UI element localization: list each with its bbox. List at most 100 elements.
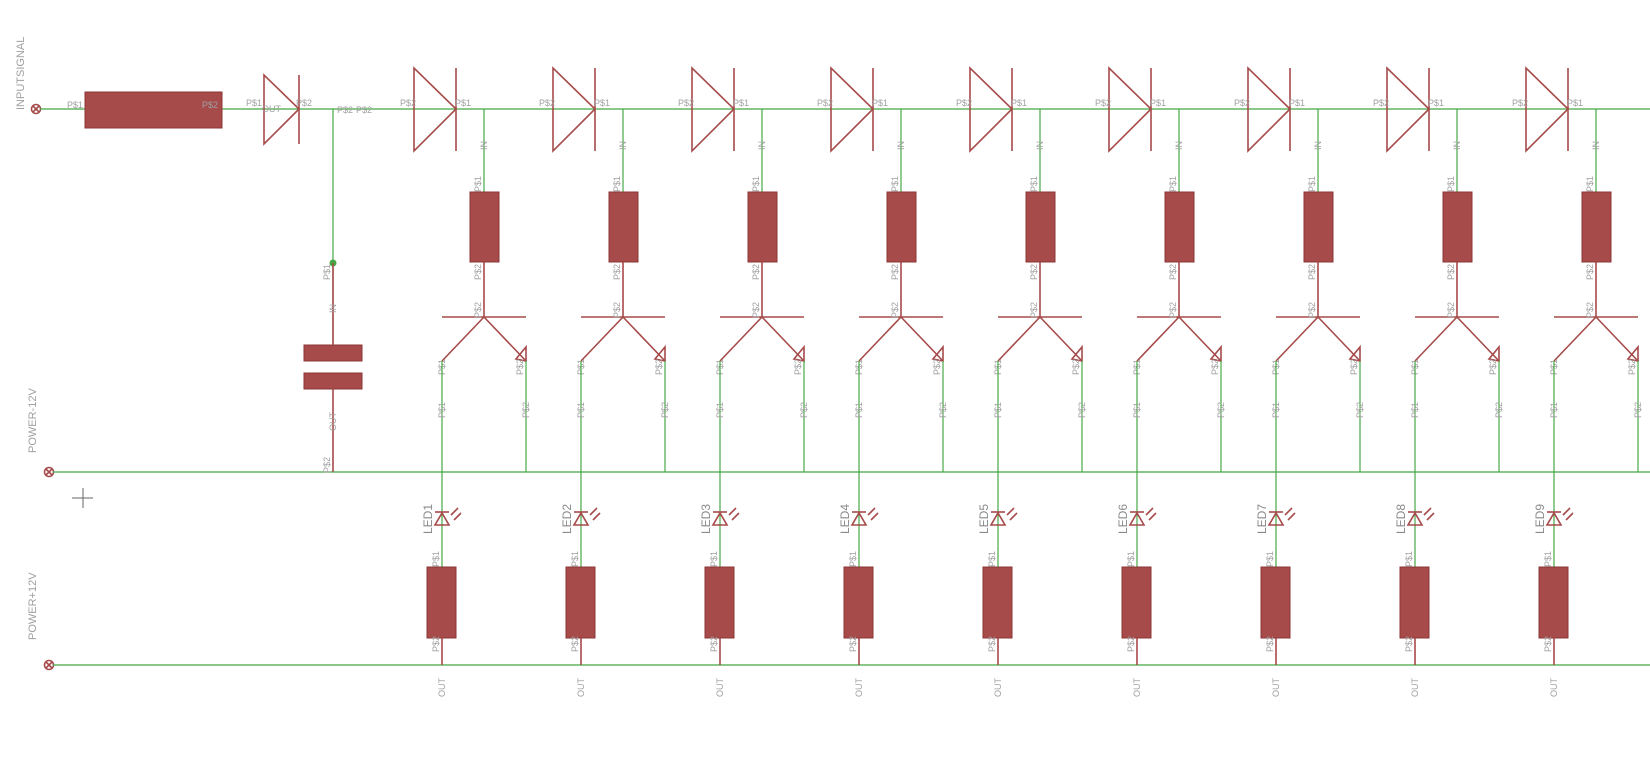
stage-base-resistor[interactable] <box>886 191 917 263</box>
stage-led-icon[interactable] <box>1545 507 1574 526</box>
stage-led-icon[interactable] <box>572 507 601 526</box>
stage-base-resistor[interactable] <box>1303 191 1334 263</box>
stage-diode-icon[interactable] <box>1386 66 1431 153</box>
stage-series-resistor-pin1-label: P$1 <box>570 551 580 567</box>
stage-series-resistor-pin1-label: P$1 <box>987 551 997 567</box>
stage-series-resistor[interactable] <box>1121 566 1152 639</box>
stage-series-resistor[interactable] <box>843 566 874 639</box>
stage-series-resistor-pin2-label: P$2 <box>570 636 580 652</box>
stage-out-label: OUT <box>576 678 586 698</box>
input-diode-icon[interactable] <box>263 73 301 146</box>
stage-transistor-emitter-label: P$2 <box>932 359 942 375</box>
stage-diode-icon[interactable] <box>552 66 597 153</box>
stage-diode-pin2-label: P$2 <box>956 98 972 108</box>
stage-out-label: OUT <box>1549 678 1559 698</box>
stage-base-resistor[interactable] <box>1025 191 1056 263</box>
stage-diode-icon[interactable] <box>1525 66 1570 153</box>
stage-out-label: OUT <box>1132 678 1142 698</box>
stage-transistor-icon[interactable] <box>1553 316 1639 362</box>
stage-base-resistor[interactable] <box>608 191 639 263</box>
stage-transistor-base-label: P$2 <box>1307 302 1317 318</box>
capacitor-plate-bottom[interactable] <box>303 372 363 390</box>
stage-out-label: OUT <box>715 678 725 698</box>
stage-transistor-icon[interactable] <box>1136 316 1222 362</box>
power-neg-terminal-icon[interactable] <box>43 466 55 478</box>
stage-series-resistor[interactable] <box>704 566 735 639</box>
stage-transistor-icon[interactable] <box>580 316 666 362</box>
stage-in-label: IN <box>479 141 489 150</box>
stage-diode-pin1-label: P$1 <box>1567 98 1583 108</box>
stage-led-icon[interactable] <box>1267 507 1296 526</box>
capacitor-plate-top[interactable] <box>303 344 363 362</box>
input-terminal-icon[interactable] <box>30 103 42 115</box>
stage-transistor-icon[interactable] <box>1414 316 1500 362</box>
stage-led-icon[interactable] <box>989 507 1018 526</box>
stage-transistor-icon[interactable] <box>1275 316 1361 362</box>
stage-led-icon[interactable] <box>433 507 462 526</box>
stage-in-label: IN <box>1452 141 1462 150</box>
stage-series-resistor[interactable] <box>426 566 457 639</box>
stage-transistor-icon[interactable] <box>997 316 1083 362</box>
stage-series-resistor[interactable] <box>1538 566 1569 639</box>
stage-collector-pin-label: P$1 <box>715 402 725 418</box>
stage-transistor-icon[interactable] <box>858 316 944 362</box>
junction-pin-label-2: P$2 <box>356 105 372 115</box>
stage-series-resistor-pin2-label: P$2 <box>1404 636 1414 652</box>
stage-resistor-pin1-label: P$1 <box>1168 176 1178 192</box>
stage-resistor-pin1-label: P$1 <box>473 176 483 192</box>
stage-collector-pin-label: P$1 <box>576 402 586 418</box>
stage-led-label: LED9 <box>1533 504 1547 534</box>
stage-diode-icon[interactable] <box>1247 66 1292 153</box>
stage-base-resistor[interactable] <box>1581 191 1612 263</box>
stage-base-resistor[interactable] <box>469 191 500 263</box>
stage-diode-pin2-label: P$2 <box>678 98 694 108</box>
stage-in-label: IN <box>1035 141 1045 150</box>
stage-transistor-base-label: P$2 <box>1446 302 1456 318</box>
stage-transistor-emitter-label: P$2 <box>793 359 803 375</box>
input-resistor[interactable] <box>84 91 223 129</box>
stage-diode-icon[interactable] <box>830 66 875 153</box>
stage-collector-pin-label: P$1 <box>437 402 447 418</box>
stage-base-resistor[interactable] <box>1164 191 1195 263</box>
stage-led-label: LED3 <box>699 504 713 534</box>
stage-led-icon[interactable] <box>1128 507 1157 526</box>
stage-out-label: OUT <box>437 678 447 698</box>
stage-diode-pin2-label: P$2 <box>1095 98 1111 108</box>
stage-transistor-icon[interactable] <box>441 316 527 362</box>
stage-series-resistor[interactable] <box>982 566 1013 639</box>
stage-transistor-base-label: P$2 <box>1168 302 1178 318</box>
stage-series-resistor-pin1-label: P$1 <box>848 551 858 567</box>
stage-base-resistor[interactable] <box>747 191 778 263</box>
stage-led-label: LED5 <box>977 504 991 534</box>
stage-transistor-base-label: P$2 <box>1029 302 1039 318</box>
stage-diode-icon[interactable] <box>969 66 1014 153</box>
capacitor-out-label: OUT <box>328 412 338 432</box>
stage-transistor-icon[interactable] <box>719 316 805 362</box>
capacitor-in-label: IN <box>328 304 338 313</box>
stage-diode-pin1-label: P$1 <box>455 98 471 108</box>
stage-led-icon[interactable] <box>711 507 740 526</box>
stage-led-icon[interactable] <box>1406 507 1435 526</box>
stage-diode-icon[interactable] <box>413 66 458 153</box>
stage-diode-icon[interactable] <box>1108 66 1153 153</box>
stage-out-label: OUT <box>993 678 1003 698</box>
stage-resistor-pin1-label: P$1 <box>1585 176 1595 192</box>
stage-emitter-pin-label: P$2 <box>1216 402 1226 418</box>
stage-resistor-pin1-label: P$1 <box>1446 176 1456 192</box>
stage-led-icon[interactable] <box>850 507 879 526</box>
stage-transistor-emitter-label: P$2 <box>1210 359 1220 375</box>
stage-transistor-base-label: P$2 <box>1585 302 1595 318</box>
power-pos-terminal-icon[interactable] <box>43 659 55 671</box>
stage-in-label: IN <box>1591 141 1601 150</box>
stage-series-resistor[interactable] <box>565 566 596 639</box>
stage-collector-pin-label: P$1 <box>993 402 1003 418</box>
stage-diode-icon[interactable] <box>691 66 736 153</box>
stage-base-resistor[interactable] <box>1442 191 1473 263</box>
stage-series-resistor[interactable] <box>1399 566 1430 639</box>
stage-series-resistor[interactable] <box>1260 566 1291 639</box>
